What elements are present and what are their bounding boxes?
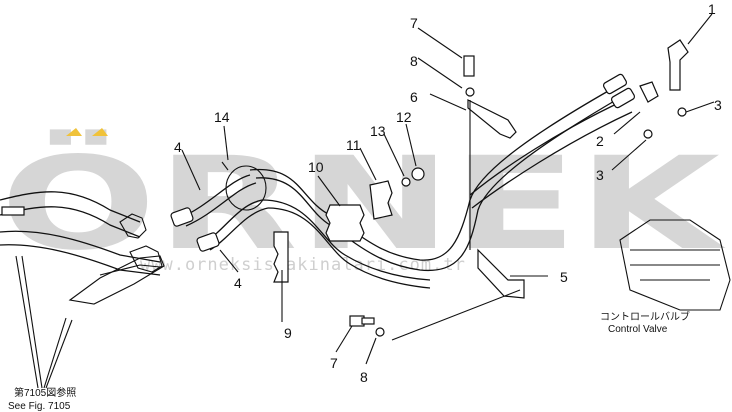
callout-8a: 8 xyxy=(410,53,418,69)
callout-13: 13 xyxy=(370,123,386,139)
hoses-4 xyxy=(170,161,269,252)
callout-4b: 4 xyxy=(234,275,242,291)
bottom-bolt xyxy=(349,315,385,337)
brackets xyxy=(463,55,525,299)
control-valve-body xyxy=(619,219,731,311)
callout-9: 9 xyxy=(284,325,292,341)
long-pipes xyxy=(249,89,633,289)
callout-12: 12 xyxy=(396,109,412,125)
control-valve-label-en: Control Valve xyxy=(608,324,668,335)
clamps xyxy=(273,167,425,283)
watermark-url: www.orneksismakinalari.com.tr xyxy=(140,255,466,275)
left-pipe-assembly xyxy=(0,191,165,305)
callout-6: 6 xyxy=(410,89,418,105)
notes: コントロールバルブ Control Valve 第7105図参照 See Fig… xyxy=(8,310,690,412)
callout-11: 11 xyxy=(346,137,361,153)
see-fig-label-jp: 第7105図参照 xyxy=(14,386,76,399)
callout-8b: 8 xyxy=(360,369,368,385)
callout-4a: 4 xyxy=(174,139,182,155)
callout-7b: 7 xyxy=(330,355,338,371)
callout-numbers: 1 2 3 3 4 4 5 6 7 7 8 8 9 10 11 12 13 14 xyxy=(174,1,722,385)
callout-3b: 3 xyxy=(596,167,604,183)
leader-lines xyxy=(15,13,715,389)
callout-2: 2 xyxy=(596,133,604,149)
watermark-accent-left xyxy=(66,128,82,136)
valve-fittings xyxy=(602,39,689,139)
control-valve-label-jp: コントロールバルブ xyxy=(600,310,690,323)
callout-10: 10 xyxy=(308,159,324,175)
callout-14: 14 xyxy=(214,109,230,125)
watermark: ÖRNEK www.orneksismakinalari.com.tr xyxy=(0,128,727,279)
callout-1: 1 xyxy=(708,1,716,17)
callout-7a: 7 xyxy=(410,15,418,31)
watermark-accent-right xyxy=(92,128,108,136)
callout-5: 5 xyxy=(560,269,568,285)
see-fig-label-en: See Fig. 7105 xyxy=(8,401,71,412)
callout-3a: 3 xyxy=(714,97,722,113)
